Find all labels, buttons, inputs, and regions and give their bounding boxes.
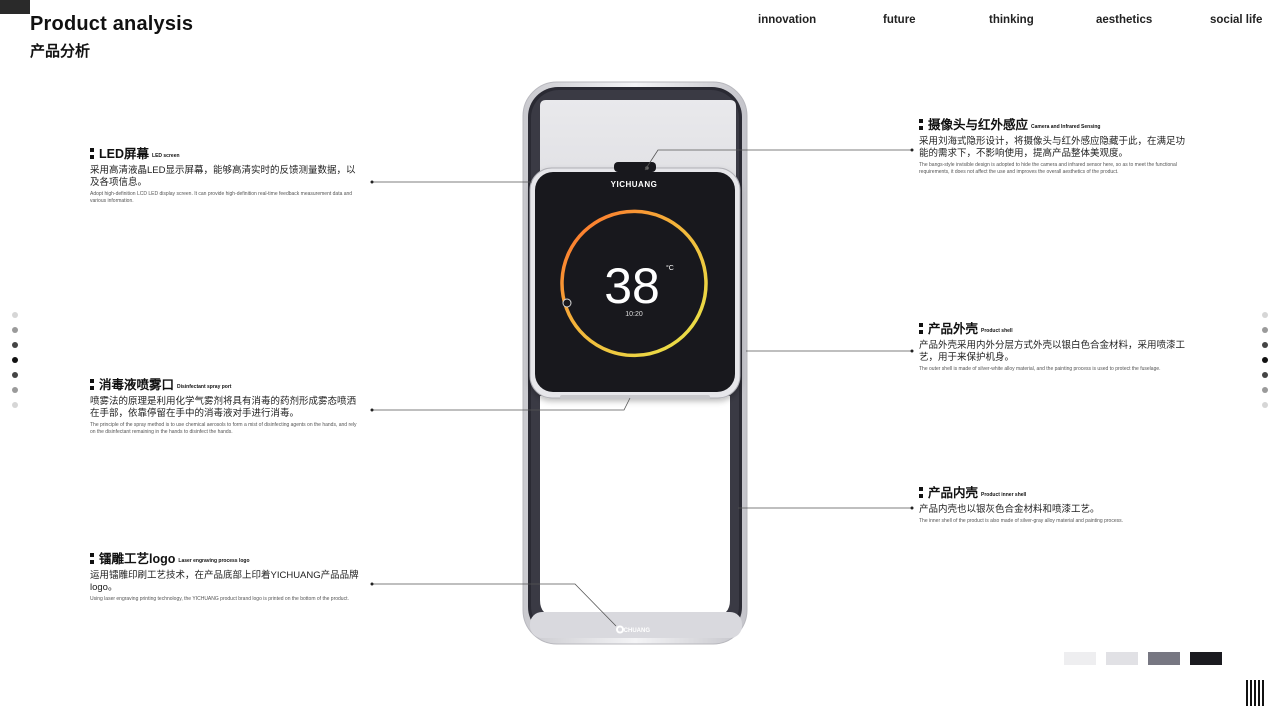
feature-desc-en: Using laser engraving printing technolog… [90,596,349,602]
right-dot-7[interactable] [1262,402,1268,408]
feature-desc: 喷雾法的原理是利用化学气雾剂将具有消毒的药剂形成雾态喷洒在手部，依靠停留在手中的… [90,396,357,419]
right-page-dots [1262,312,1268,417]
page-subtitle: 产品分析 [30,43,91,60]
callout-line-camera [644,149,912,171]
feature-desc-en: The inner shell of the product is also m… [919,518,1123,524]
temperature-value: 38 [604,258,660,314]
spray-port [560,395,710,399]
feature-title: 消毒液喷雾口 [99,378,175,392]
swatch-3 [1148,652,1180,665]
bullet-marker [90,553,94,564]
feature-title: 产品内壳 [928,486,979,500]
left-dot-1[interactable] [12,312,18,318]
feature-desc-en: The principle of the spray method is to … [90,422,357,435]
nav-innovation[interactable]: innovation [758,14,817,26]
nav-future[interactable]: future [883,14,916,26]
right-dot-2[interactable] [1262,327,1268,333]
feature-title-en: Disinfectant spray port [177,384,232,390]
swatch-2 [1106,652,1138,665]
feature-desc: 采用高清液晶LED显示屏幕，能够高清实时的反馈测量数据，以及各项信息。 [90,165,356,188]
screen-brand: YICHUANG [611,180,658,189]
left-dot-4[interactable] [12,357,18,363]
swatch-4 [1190,652,1222,665]
left-dot-6[interactable] [12,387,18,393]
corner-block [0,0,30,14]
left-dot-3[interactable] [12,342,18,348]
left-dot-2[interactable] [12,327,18,333]
bullet-marker [919,487,923,498]
feature-desc: 产品内壳也以银灰色合金材料和喷漆工艺。 [919,504,1100,515]
bullet-marker [90,379,94,390]
feature-desc: 运用镭雕印刷工艺技术，在产品底部上印着YICHUANG产品品牌logo。 [90,570,359,593]
left-dot-5[interactable] [12,372,18,378]
callout-line-logo [372,583,617,627]
nav-thinking[interactable]: thinking [989,14,1034,26]
callout-line-spray [372,397,631,411]
feature-title: 摄像头与红外感应 [928,118,1029,132]
feature-title-en: Camera and Infrared Sensing [1031,124,1101,130]
barcode-icon [1246,680,1266,706]
feature-title: 镭雕工艺logo [99,552,176,566]
feature-title-en: Laser engraving process logo [178,558,250,564]
right-dot-4[interactable] [1262,357,1268,363]
left-dot-7[interactable] [12,402,18,408]
feature-desc-en: The outer shell is made of silver-white … [919,366,1161,372]
right-dot-3[interactable] [1262,342,1268,348]
feature-desc: 产品外壳采用内外分层方式外壳以银白色合金材料，采用喷漆工艺，用于来保护机身。 [919,340,1186,363]
left-page-dots [12,312,18,417]
page-title: Product analysis [30,13,194,35]
nav-aesthetics[interactable]: aesthetics [1096,14,1153,26]
feature-title-en: LED screen [152,153,180,159]
bullet-marker [919,119,923,130]
right-dot-1[interactable] [1262,312,1268,318]
bottom-logo-text: YICHUANG [618,628,650,634]
feature-title: 产品外壳 [928,322,979,336]
swatch-1 [1064,652,1096,665]
time-readout: 10:20 [625,311,643,318]
nav-social-life[interactable]: social life [1210,14,1263,26]
feature-title-en: Product shell [981,328,1013,334]
feature-title: LED屏幕 [99,147,150,161]
gauge-handle [562,298,572,308]
feature-desc-en: Adopt high-definition LCD LED display sc… [90,191,353,204]
feature-desc-en: The bangs-style invisible design is adop… [919,162,1177,175]
bullet-marker [90,148,94,159]
temperature-unit: °C [666,264,674,272]
feature-title-en: Product inner shell [981,492,1027,498]
right-dot-6[interactable] [1262,387,1268,393]
feature-desc: 采用刘海式隐形设计，将摄像头与红外感应隐藏于此，在满足功能的需求下，不影响使用，… [919,136,1186,159]
bullet-marker [919,323,923,334]
right-dot-5[interactable] [1262,372,1268,378]
